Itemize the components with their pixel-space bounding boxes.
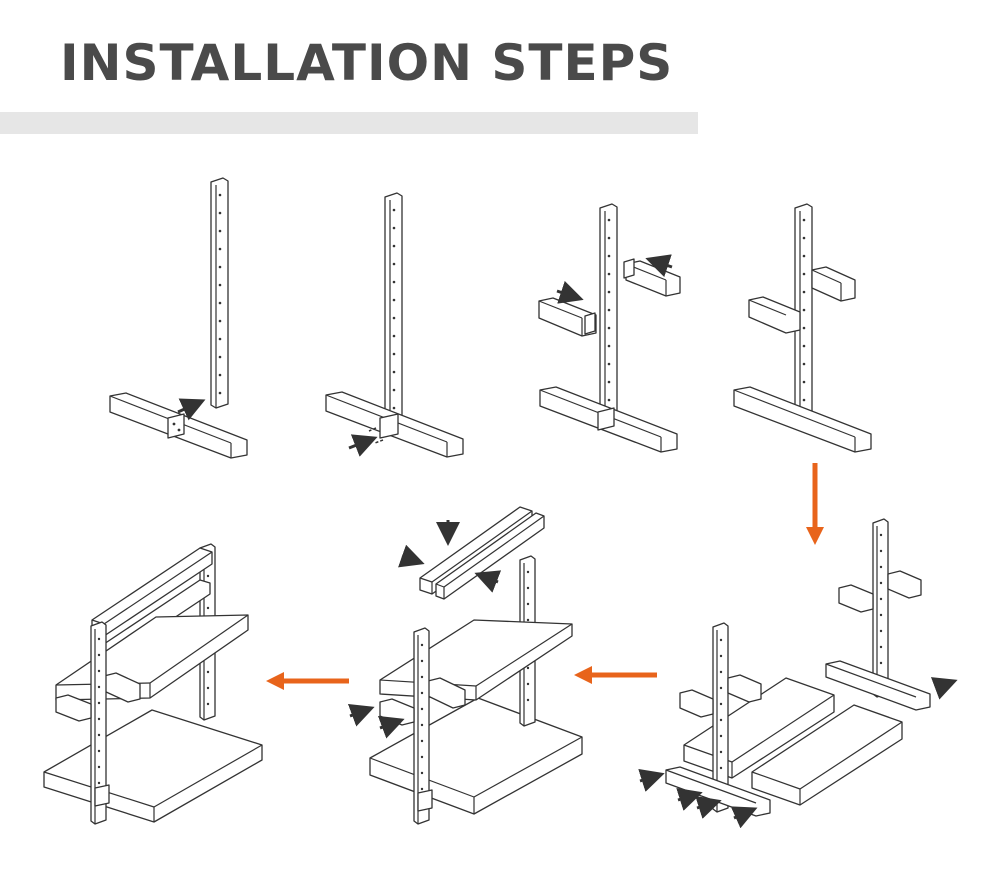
flow-arrow-left-2 [266, 672, 349, 690]
step-1-upright-with-base [109, 177, 248, 459]
flow-arrow-down [806, 463, 824, 545]
step-2-fasten-base [325, 192, 464, 458]
flow-arrow-left-1 [574, 666, 657, 684]
page-title: INSTALLATION STEPS [60, 34, 674, 92]
step-3-attach-arms [538, 203, 681, 453]
step-4-upright-complete [733, 203, 872, 453]
step-7-finished-rack [43, 543, 263, 825]
title-underline-bar [0, 112, 698, 134]
step-5-add-shelf-boards [638, 518, 958, 829]
step-6-add-top-rails [347, 506, 583, 825]
